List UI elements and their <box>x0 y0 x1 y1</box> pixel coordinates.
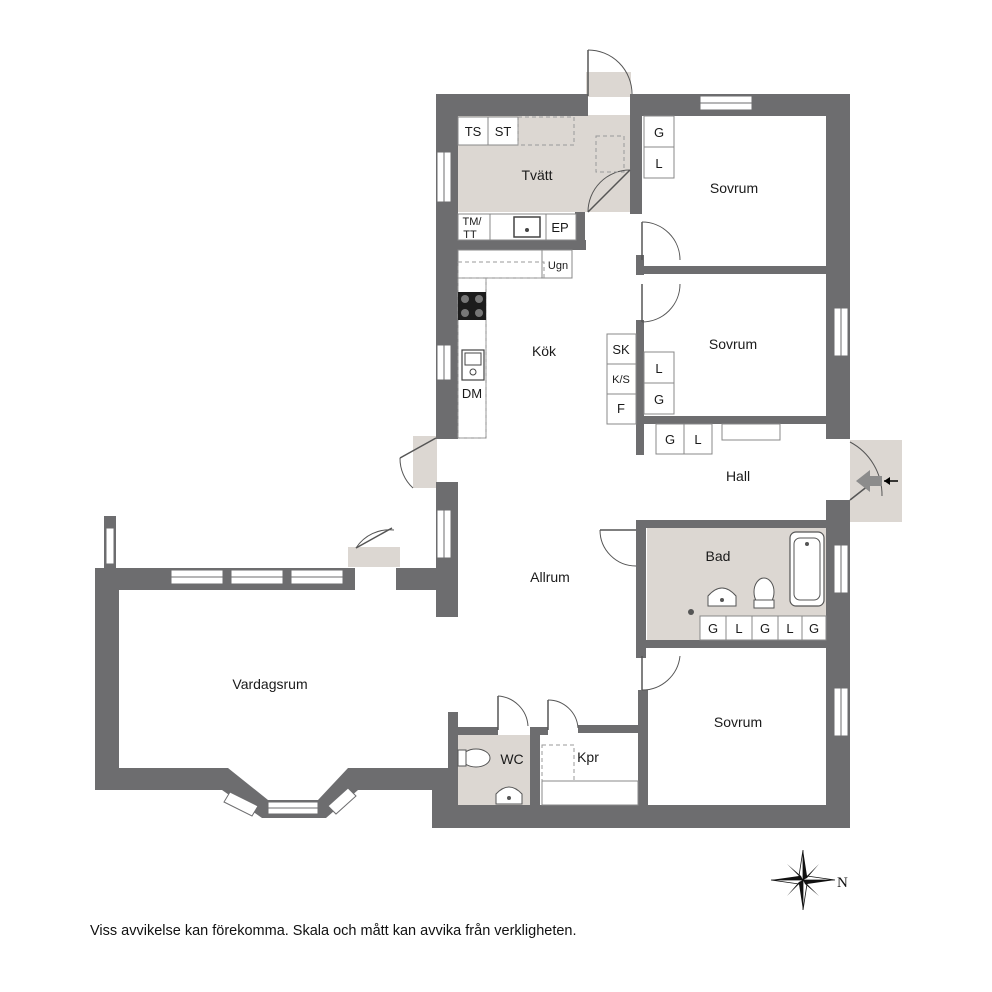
laundry-dryer-cabinet <box>595 135 625 173</box>
room-label-hall: Hall <box>726 468 750 484</box>
windows <box>105 95 849 817</box>
wc-sink-icon <box>495 786 523 805</box>
label-bad-closet-1: G <box>708 621 718 636</box>
wall <box>638 690 648 810</box>
room-label-vardagsrum: Vardagsrum <box>232 676 307 692</box>
wall <box>436 94 458 439</box>
entry-step-top <box>586 72 631 97</box>
label-sov1-g: G <box>654 125 664 140</box>
wall <box>448 727 498 735</box>
kitchen-wall-cabinet <box>457 261 545 279</box>
compass-north-label: N <box>837 875 848 891</box>
kitchen-upper-counter <box>457 249 573 279</box>
entry-arrow-icon <box>856 470 882 492</box>
label-dm: DM <box>462 386 482 401</box>
wall <box>636 520 646 658</box>
bad-sink-icon <box>707 587 737 607</box>
label-tm: TM/ <box>463 216 483 228</box>
label-ts: TS <box>465 124 482 139</box>
wall <box>448 712 458 810</box>
label-sk: SK <box>612 342 630 357</box>
compass-icon <box>770 849 836 911</box>
label-bad-closet-4: L <box>786 621 793 636</box>
room-label-kpr: Kpr <box>577 749 599 765</box>
wall <box>578 725 640 733</box>
room-label-allrum: Allrum <box>530 569 570 585</box>
bathtub-icon <box>789 531 825 607</box>
label-tt: TT <box>463 229 477 241</box>
room-label-wc: WC <box>500 751 523 767</box>
wall <box>436 240 586 250</box>
disclaimer-text: Viss avvikelse kan förekomma. Skala och … <box>90 923 577 939</box>
room-label-bad: Bad <box>706 548 731 564</box>
room-label-sovrum-3: Sovrum <box>714 714 762 730</box>
wall <box>436 94 588 116</box>
label-sov2-l: L <box>655 361 662 376</box>
floor-drain-icon <box>688 609 694 615</box>
wall <box>636 255 644 275</box>
room-label-sovrum-1: Sovrum <box>710 180 758 196</box>
wall <box>530 727 540 807</box>
kitchen-left-cabinets <box>457 277 487 439</box>
wall <box>575 212 585 250</box>
hall-shelf <box>721 423 781 441</box>
wall <box>95 568 355 590</box>
wall <box>432 805 850 828</box>
label-ugn: Ugn <box>548 260 568 272</box>
room-label-tvatt: Tvätt <box>521 167 552 183</box>
label-hall-l: L <box>694 432 701 447</box>
label-sov2-g: G <box>654 392 664 407</box>
label-f: F <box>617 401 625 416</box>
label-bad-closet-5: G <box>809 621 819 636</box>
label-bad-closet-2: L <box>735 621 742 636</box>
laundry-sink-icon <box>513 216 541 238</box>
label-sov1-l: L <box>655 156 662 171</box>
wall <box>636 520 830 528</box>
wall <box>636 320 644 455</box>
label-bad-closet-3: G <box>760 621 770 636</box>
kpr-shelf <box>541 744 575 782</box>
label-ks: K/S <box>612 374 630 386</box>
kitchen-right-cabinets <box>606 333 637 425</box>
wall <box>636 266 830 274</box>
wall <box>95 568 119 790</box>
laundry-counter <box>517 116 575 146</box>
room-label-sovrum-2: Sovrum <box>709 336 757 352</box>
bad-closets <box>699 615 827 641</box>
wall <box>636 640 830 648</box>
label-st: ST <box>495 124 512 139</box>
wall <box>636 416 830 424</box>
label-hall-g: G <box>665 432 675 447</box>
room-label-kok: Kök <box>532 343 557 359</box>
kpr-counter <box>541 780 639 806</box>
wall <box>630 94 642 214</box>
wall <box>396 568 458 590</box>
entry-step-living <box>348 547 400 567</box>
wall <box>95 768 458 818</box>
label-ep: EP <box>551 220 568 235</box>
